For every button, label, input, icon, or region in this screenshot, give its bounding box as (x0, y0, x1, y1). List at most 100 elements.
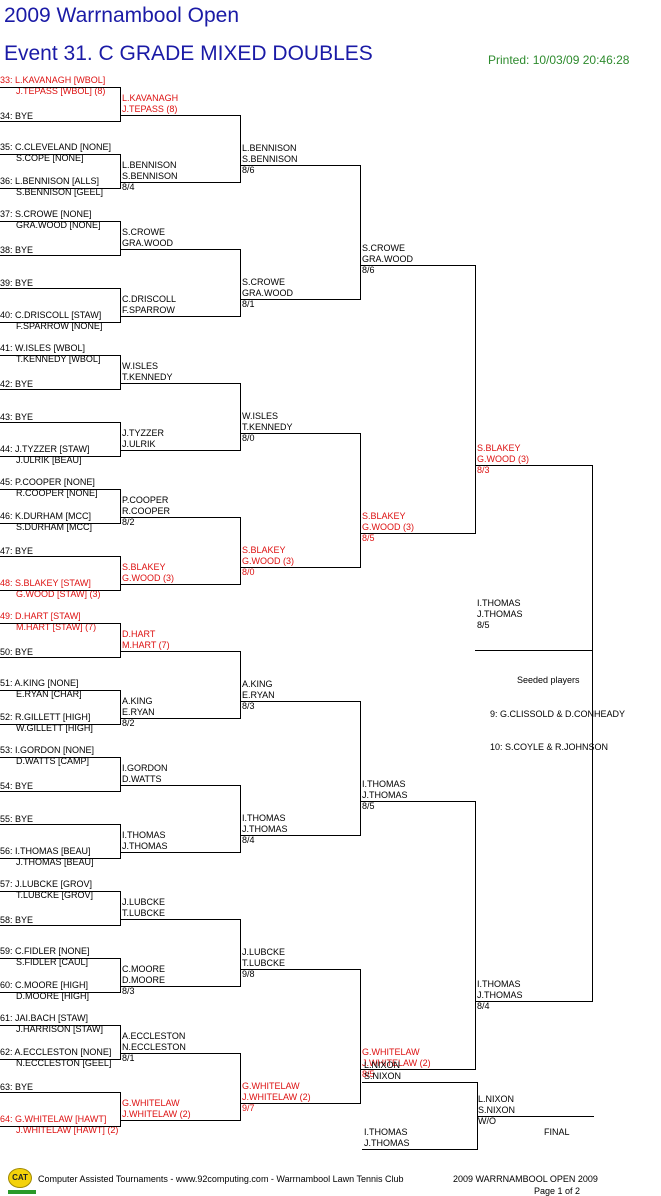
bracket-line (120, 584, 240, 585)
bracket-line (360, 165, 361, 300)
match-score (122, 584, 174, 595)
draw-line (0, 724, 120, 725)
draw-entry: 63: BYE (0, 1082, 33, 1093)
draw-entry: 58: BYE (0, 915, 33, 926)
bracket-line (240, 919, 241, 987)
match-score (122, 852, 168, 863)
bracket-line (120, 489, 121, 524)
draw-line (0, 523, 120, 524)
bracket-line (240, 785, 241, 853)
draw-entry: 45: P.COOPER [NONE]R.COOPER [NONE] (0, 477, 98, 499)
draw-line (0, 489, 120, 490)
team-player: GRA.WOOD (242, 288, 293, 298)
entry-player: 36: L.BENNISON [ALLS] (0, 176, 100, 186)
entry-player: 59: C.FIDLER [NONE] (0, 946, 90, 956)
bracket-line (120, 422, 121, 457)
entry-player: 64: G.WHITELAW [HAWT] (0, 1114, 107, 1124)
team-player: J.THOMAS (477, 990, 523, 1000)
team-player: J.LUBCKE (122, 897, 166, 907)
draw-line (0, 255, 120, 256)
match-score: 9/7 (242, 1103, 255, 1113)
team-player: S.BENNISON (242, 154, 298, 164)
entry-player: 37: S.CROWE [NONE] (0, 209, 92, 219)
draw-line (0, 154, 120, 155)
bracket-line (120, 87, 121, 122)
footer-page: Page 1 of 2 (534, 1186, 581, 1196)
entry-player: 54: BYE (0, 781, 34, 791)
draw-entry: 46: K.DURHAM [MCC]S.DURHAM [MCC] (0, 511, 92, 533)
bracket-line (120, 651, 240, 652)
draw-entry: 49: D.HART [STAW]M.HART [STAW] (7) (0, 611, 96, 633)
draw-entry: 38: BYE (0, 245, 33, 256)
team-player: I.GORDON (122, 763, 168, 773)
bracket-line (475, 650, 592, 651)
bracket-line (360, 533, 475, 534)
team-player: S.BLAKEY (122, 562, 166, 572)
team-player: C.MOORE (122, 964, 166, 974)
draw-line (0, 858, 120, 859)
team-player: T.LUBCKE (242, 958, 286, 968)
draw-entry: 64: G.WHITELAW [HAWT]J.WHITELAW [HAWT] (… (0, 1114, 118, 1136)
match-score (122, 450, 164, 461)
team-player: J.WHITELAW (2) (122, 1109, 191, 1119)
entry-partner: S.COPE [NONE] (16, 153, 84, 163)
team-player: J.TEPASS (8) (122, 104, 178, 114)
bracket-line (240, 1103, 360, 1104)
bracket-line (240, 1053, 241, 1121)
entry-player: 61: JAI.BACH [STAW] (0, 1013, 89, 1023)
team-player: S.BLAKEY (477, 443, 521, 453)
team-player: A.KING (242, 679, 273, 689)
team-player: G.WHITELAW (242, 1081, 300, 1091)
team-player: G.WOOD (3) (122, 573, 174, 583)
match-score: 8/1 (122, 1053, 135, 1063)
entry-partner: J.WHITELAW [HAWT] (2) (16, 1125, 119, 1135)
team-player: L.KAVANAGH (122, 93, 179, 103)
entry-player: 44: J.TYZZER [STAW] (0, 444, 90, 454)
draw-entry: 37: S.CROWE [NONE]GRA.WOOD [NONE] (0, 209, 101, 231)
entry-player: 35: C.CLEVELAND [NONE] (0, 142, 112, 152)
entry-partner: T.LUBCKE [GROV] (16, 890, 94, 900)
team-player: J.WHITELAW (2) (362, 1058, 431, 1068)
bracket-line (592, 465, 593, 1002)
entry-player: 63: BYE (0, 1082, 34, 1092)
bracket-line (362, 1149, 477, 1150)
entry-partner: D.WATTS [CAMP] (16, 756, 89, 766)
bracket-line (120, 115, 240, 116)
entry-player: 48: S.BLAKEY [STAW] (0, 578, 91, 588)
entry-partner: S.FIDLER [CAUL] (16, 957, 89, 967)
match-score: 8/4 (242, 835, 255, 845)
team-player: F.SPARROW (122, 305, 175, 315)
team-player: R.COOPER (122, 506, 171, 516)
entry-partner: T.KENNEDY [WBOL] (16, 354, 101, 364)
match-score: 8/5 (362, 1069, 375, 1079)
bracket-line (475, 1001, 592, 1002)
team-player: GRA.WOOD (362, 254, 413, 264)
team-player: J.THOMAS (122, 841, 168, 851)
entry-player: 62: A.ECCLESTON [NONE] (0, 1047, 112, 1057)
entry-partner: G.WOOD [STAW] (3) (16, 589, 101, 599)
bracket-line (120, 556, 121, 591)
team-player: S.CROWE (362, 243, 406, 253)
draw-line (0, 757, 120, 758)
printed-timestamp: Printed: 10/03/09 20:46:28 (488, 53, 630, 67)
bracket-line (120, 1053, 240, 1054)
draw-entry: 33: L.KAVANAGH [WBOL]J.TEPASS [WBOL] (8) (0, 75, 105, 97)
team-player: S.BLAKEY (242, 545, 286, 555)
draw-entry: 35: C.CLEVELAND [NONE]S.COPE [NONE] (0, 142, 111, 164)
bracket-line (120, 986, 240, 987)
team-player: I.THOMAS (242, 813, 286, 823)
footer-event: 2009 WARRNAMBOOL OPEN 2009 (453, 1174, 598, 1184)
tournament-title: 2009 Warrnambool Open (4, 4, 240, 27)
